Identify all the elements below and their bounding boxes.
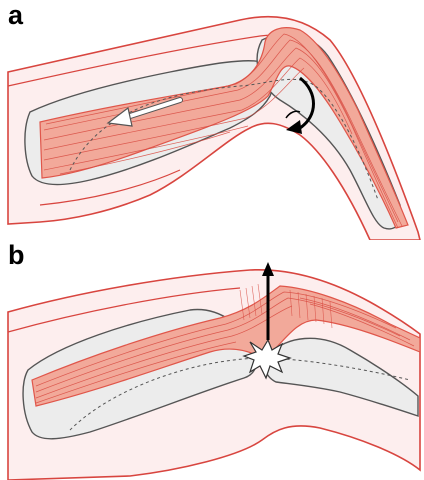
finger-diagram-a	[0, 0, 424, 240]
panel-a: a	[0, 0, 424, 240]
finger-diagram-b	[0, 240, 424, 480]
panel-b: b	[0, 240, 424, 480]
